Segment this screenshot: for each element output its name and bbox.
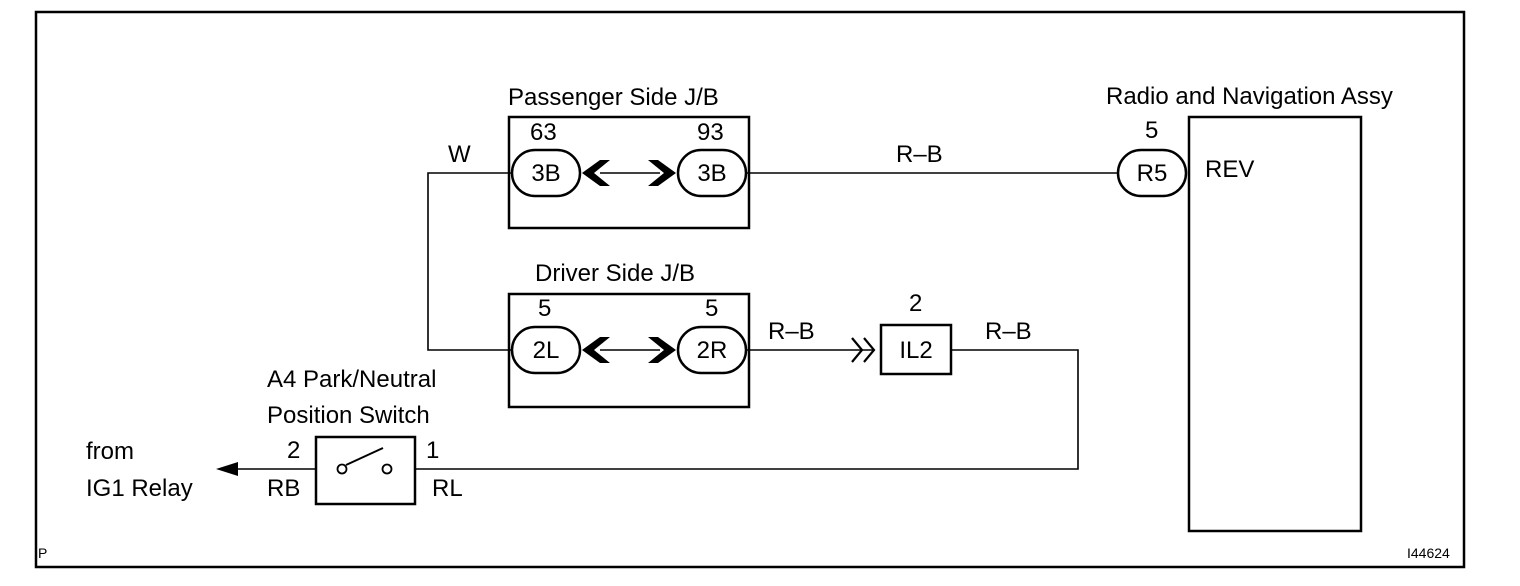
passenger-jb-chevron-right [648,160,676,186]
wire-w [427,172,512,351]
driver-jb-left-connector-label: 2L [533,337,560,364]
switch-box [314,435,417,506]
junction-label: IL2 [899,337,932,364]
wire-rb-top-label: R–B [896,141,943,168]
switch-blade [345,447,384,466]
switch-pin-left: 2 [287,437,300,464]
passenger-jb-right-pin: 93 [697,119,724,146]
wire-rl-label: RL [432,475,463,502]
source-label-line2: IG1 Relay [86,475,193,502]
source-arrow [216,462,238,476]
corner-label-left: P [38,545,47,561]
driver-jb-chevron-right [648,337,676,363]
radio-terminal-label: REV [1205,156,1254,183]
wire-w-label: W [448,141,471,168]
junction-pin: 2 [909,290,922,317]
passenger-jb-chevron-left [582,160,610,186]
drawing-id: I44624 [1407,545,1450,561]
driver-jb-left-pin: 5 [538,295,551,322]
switch-contact-right [381,463,393,475]
radio-title: Radio and Navigation Assy [1106,83,1393,110]
wire-rb-right-label: R–B [985,318,1032,345]
radio-connector-label: R5 [1137,160,1168,187]
driver-jb-right-connector-label: 2R [697,337,728,364]
driver-jb-right-pin: 5 [705,295,718,322]
diagram-frame [34,10,1466,569]
switch-title-line1: A4 Park/Neutral [267,366,436,393]
radio-pin: 5 [1145,117,1158,144]
passenger-jb-right-connector-label: 3B [697,160,726,187]
driver-jb-title: Driver Side J/B [535,260,695,287]
passenger-jb-left-pin: 63 [530,119,557,146]
wire-rb-mid-label: R–B [768,318,815,345]
wire-rb-source-label: RB [267,475,300,502]
switch-title-line2: Position Switch [267,402,430,429]
passenger-jb-title: Passenger Side J/B [508,84,719,111]
switch-contact-left [336,463,348,475]
radio-box [1187,115,1363,533]
source-label-line1: from [86,438,134,465]
wire-rb-right [415,349,1079,470]
switch-pin-right: 1 [426,437,439,464]
driver-jb-chevron-left [582,337,610,363]
passenger-jb-left-connector-label: 3B [531,160,560,187]
